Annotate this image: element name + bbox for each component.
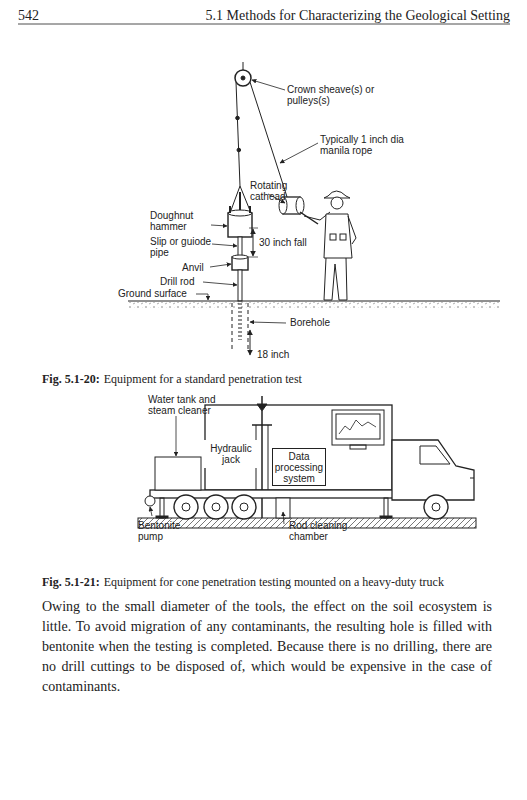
part-label: Borehole [290, 317, 350, 328]
dimension-label: 30 inch fall [259, 237, 329, 248]
jack-panel: Hydraulic jack [204, 440, 258, 468]
node-text-stack: Hydraulic jack [204, 443, 258, 465]
part-label: Bentonite pump [138, 520, 193, 542]
dimension-label: 18 inch [257, 349, 307, 360]
node-label: Hydraulic jack [204, 443, 258, 465]
part-label: Rotating cathead [250, 180, 298, 202]
part-label: Water tank and steam cleaner [148, 394, 226, 416]
figure-caption: Equipment for a standard penetration tes… [104, 373, 302, 386]
header-rule [18, 24, 510, 25]
node-label: Data processing system [273, 451, 325, 484]
part-label: Ground surface [118, 288, 198, 299]
figure-number: Fig. 5.1-20: [42, 373, 100, 386]
spt-rig [128, 62, 500, 355]
running-header: 5.1 Methods for Characterizing the Geolo… [170, 8, 510, 23]
part-label: Doughnut hammer [150, 210, 210, 232]
part-label: Rod cleaning chamber [289, 520, 359, 542]
node-text-stack: Data processing system [273, 451, 325, 484]
part-label: Drill rod [160, 276, 210, 287]
part-label: Typically 1 inch dia manila rope [320, 134, 424, 156]
page-number: 542 [18, 8, 78, 23]
figure-caption: Equipment for cone penetration testing m… [104, 576, 444, 589]
part-label: Anvil [182, 262, 212, 273]
figure-number: Fig. 5.1-21: [42, 576, 100, 589]
part-label: Slip or guiode pipe [150, 236, 212, 258]
processing-box: Data processing system [272, 448, 326, 486]
part-label: Crown sheave(s) or pulleys(s) [287, 84, 377, 106]
body-paragraph: Owing to the small diameter of the tools… [42, 597, 492, 697]
